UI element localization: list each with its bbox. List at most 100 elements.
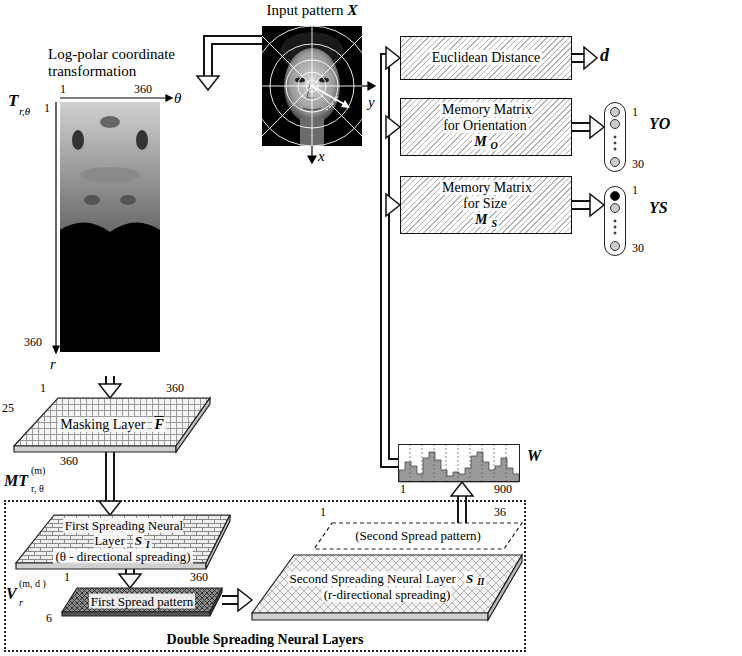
- arrow-head: [386, 47, 400, 69]
- face-image: [341, 100, 350, 108]
- axis-label: x: [318, 148, 325, 165]
- axis-arrow: [362, 85, 368, 86]
- axis-label: MT: [4, 472, 28, 490]
- block-arrow: [457, 494, 467, 523]
- output-neurons: [614, 220, 616, 222]
- text-block: Memory Matrix for SizeMS: [401, 180, 571, 230]
- memory-box: Memory Matrix for SizeMS: [400, 176, 572, 234]
- histogram: [410, 444, 506, 482]
- label-text: First Spreading Neural Layer: [63, 518, 183, 548]
- logpolar-image: [72, 130, 84, 150]
- label-text: F: [152, 417, 165, 432]
- block-arrow: [572, 202, 592, 208]
- logpolar-image: [84, 195, 100, 205]
- axis-arrow: [55, 102, 56, 346]
- output-neurons: [614, 136, 616, 138]
- axis-label: 1: [320, 506, 326, 519]
- text-line: Euclidean Distance: [406, 50, 566, 66]
- label-text: (θ - directional spreading): [53, 549, 192, 564]
- block-arrow: [572, 200, 592, 210]
- axis-label: 360: [60, 455, 78, 468]
- label-text: M: [472, 134, 488, 149]
- label-text: Memory Matrix for Orientation: [440, 102, 532, 133]
- label-text: (Second Spread pattern): [355, 528, 481, 543]
- logpolar-image: [100, 116, 120, 128]
- text-line: Input patternX: [232, 2, 392, 19]
- slab-face: [62, 588, 222, 612]
- image-node: Input patternX: [262, 26, 362, 146]
- arrow-head: [238, 589, 252, 611]
- face-image: [262, 26, 362, 146]
- face-image: [312, 86, 344, 104]
- slab-face: [252, 555, 522, 613]
- label-text: S: [489, 218, 499, 229]
- logpolar-image: [60, 102, 160, 232]
- output-neurons: [614, 148, 616, 150]
- output-neurons: [611, 242, 620, 251]
- output-neurons: [611, 192, 620, 201]
- arrow-head: [386, 116, 400, 138]
- axis-label: 1: [632, 106, 638, 119]
- label-text: X: [348, 2, 358, 18]
- arrow-head: [99, 384, 121, 398]
- label-text: II: [475, 578, 486, 588]
- output-neurons: [611, 120, 620, 129]
- axis-arrow: [308, 156, 316, 163]
- text-line: (θ - directional spreading): [38, 550, 208, 565]
- axis-label: 30: [632, 158, 644, 171]
- arrow-head: [197, 76, 219, 90]
- slab-face: [252, 613, 488, 620]
- output-vector: YS: [604, 186, 626, 256]
- text-line: MO: [434, 134, 538, 152]
- image-node: Tr,θ: [8, 90, 218, 376]
- text-line: First Spread pattern: [67, 595, 217, 610]
- arrow-head: [99, 501, 121, 515]
- axis-label: θ: [174, 90, 181, 107]
- block-arrow: [572, 122, 592, 132]
- histogram: [399, 452, 519, 482]
- output-neurons: [614, 232, 616, 234]
- axis-label: r, θ: [31, 483, 44, 494]
- label-text: W: [527, 447, 541, 464]
- slab-face: [14, 446, 176, 452]
- layer-slab: Masking LayerF: [14, 398, 210, 452]
- text-block: Memory Matrix for OrientationMO: [401, 102, 571, 152]
- text-block: (Second Spread pattern): [314, 529, 522, 544]
- axis-label: r: [19, 597, 23, 608]
- axis-label: 360: [134, 83, 152, 96]
- label-text: (r-directional spreading): [322, 587, 452, 602]
- output-arrow: [584, 47, 597, 69]
- label-text: YO: [649, 115, 670, 132]
- text-line: (Second Spread pattern): [323, 529, 513, 544]
- text-line: MS: [434, 212, 538, 230]
- axis-arrow: [368, 82, 375, 90]
- label-text: Memory Matrix for Size: [440, 180, 532, 211]
- axis-label: 6: [46, 612, 52, 625]
- layer-slab: (Second Spread pattern): [314, 523, 522, 549]
- slab-face: [206, 515, 230, 569]
- text-line: W: [527, 447, 541, 465]
- block-arrow: [385, 127, 398, 463]
- axis-label: 360: [190, 571, 208, 584]
- block-arrow: [385, 205, 398, 463]
- memory-box: Memory Matrix for OrientationMO: [400, 98, 572, 156]
- block-arrow: [459, 494, 465, 523]
- axis-label: 30: [632, 242, 644, 255]
- label-text: M: [473, 212, 489, 227]
- logpolar-image: [60, 102, 160, 352]
- text-line: YS: [649, 199, 668, 217]
- text-line: Memory Matrix for Size: [434, 180, 538, 212]
- slab-face: [16, 563, 206, 569]
- output-neurons: [611, 158, 620, 167]
- axis-label: r: [50, 356, 56, 373]
- axis-label: 360: [166, 382, 184, 395]
- block-arrow: [385, 127, 398, 463]
- arrow-head: [590, 116, 604, 138]
- axis-arrow: [311, 146, 312, 156]
- text-line: (r-directional spreading): [282, 588, 492, 603]
- text-block: Euclidean Distance: [401, 50, 571, 66]
- face-image: [262, 26, 362, 146]
- axis-arrow: [166, 95, 172, 101]
- axis-label: d: [600, 46, 609, 66]
